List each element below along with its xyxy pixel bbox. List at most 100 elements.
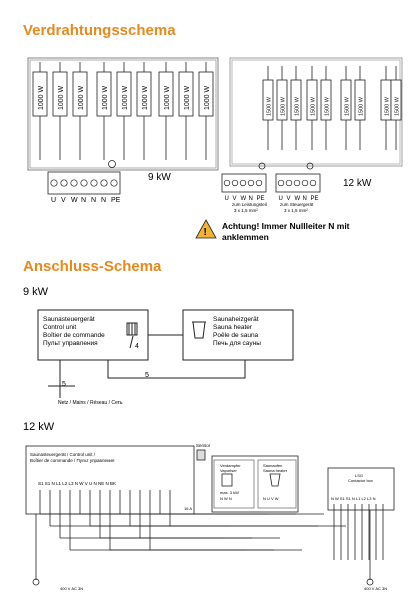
note-power-part: zum Leistungsteil <box>232 202 267 207</box>
terminal-screw <box>247 179 255 187</box>
terminal-label-9kw: N <box>91 197 96 204</box>
note-control-unit-spec: 3 x 1,5 mm² <box>284 208 308 213</box>
warning-text-2: anklemmen <box>222 232 269 242</box>
terminal-label-9kw: W <box>71 197 78 204</box>
heater-label-12kw: 1500 W <box>281 96 287 116</box>
terminal-screw <box>231 179 239 187</box>
heater-label-9kw: 1000 W <box>164 85 171 110</box>
mark-4: 4 <box>135 343 139 350</box>
evap-terminals: N W N <box>220 496 232 501</box>
heater-label-9kw: 1000 W <box>122 85 129 110</box>
terminal-screw <box>255 179 263 187</box>
heater-label-9kw: 1000 W <box>142 85 149 110</box>
terminal-screw <box>301 179 309 187</box>
terminal-screw <box>285 179 293 187</box>
heater-line-4: Печь для сауны <box>213 340 261 347</box>
terminal-screw <box>223 179 231 187</box>
warning-text-1: Achtung! Immer Nullleiter N mit <box>222 221 350 231</box>
scheme-12kw-title: 12 kW <box>23 421 55 433</box>
heater-label-12kw: 1500 W <box>311 96 317 116</box>
wiring-9kw: 1000 W 1000 W 1000 W 1000 W 1000 W 1000 W 1000… <box>27 57 219 195</box>
terminal-screw <box>309 179 317 187</box>
heater-line-2: Sauna heater <box>213 324 253 331</box>
lsg-box <box>327 467 395 511</box>
terminal-label-12kw-left: N <box>249 196 253 202</box>
terminal-label-9kw: PE <box>111 197 121 204</box>
terminal-screw <box>50 179 58 187</box>
terminal-screw <box>239 179 247 187</box>
lsg-title: LSG <box>355 473 363 478</box>
heater-label-12kw: 1500 W <box>267 96 273 116</box>
lsg-terminals: N W S1 S1 N L1 L2 L3 N <box>331 496 376 501</box>
note-control-unit: zum Steuergerät <box>280 202 314 207</box>
terminal-screw <box>293 179 301 187</box>
controller-12kw-line1: Saunasteuergerät / Control unit / <box>30 452 96 457</box>
terminal-label-9kw: N <box>81 197 86 204</box>
section-title-connection: Anschluss-Schema <box>23 258 162 275</box>
mark-5b: 5 <box>145 372 149 379</box>
heater-line-3: Poêle de sauna <box>213 332 259 339</box>
terminal-label-9kw: U <box>51 197 56 204</box>
terminal-label-12kw-left: PE <box>257 196 265 202</box>
svg-text:!: ! <box>204 227 207 238</box>
terminal-screw <box>277 179 285 187</box>
mark-5a: 5 <box>62 381 66 388</box>
heater-label-9kw: 1000 W <box>184 85 191 110</box>
evap-title: Verdampfer <box>220 463 241 468</box>
heater-label-9kw: 1000 W <box>204 85 211 110</box>
controller-12kw-line2: Boîtier de commande / Пульт управления <box>30 458 115 463</box>
heater-label-12kw: 1500 W <box>325 96 331 116</box>
evap-heater-box <box>211 455 299 513</box>
controller-line-4: Пульт управления <box>43 340 98 347</box>
terminal-label-12kw-right: W <box>295 196 301 202</box>
controller-line-3: Boîtier de commande <box>43 332 105 339</box>
controller-12kw-terminals: S1 S1 N L1 L2 L3 N W V U N NE N BK <box>38 481 116 486</box>
wiring-12kw: 1500 W 1500 W 1500 W 1500 W 1500 W 1500 W 1500… <box>221 57 403 193</box>
supply-right: 400 V AC 3N <box>364 586 387 591</box>
supply-left: 400 V AC 3N <box>60 586 83 591</box>
controller-line-1: Saunasteuergerät <box>43 316 95 323</box>
terminal-screw <box>60 179 68 187</box>
terminal-screw <box>90 179 98 187</box>
heater-line-1: Saunaheizgerät <box>213 316 259 323</box>
scheme-9kw-title: 9 kW <box>23 286 49 298</box>
warning-icon: ! <box>195 219 217 239</box>
lsg-sub: Contactor box <box>348 478 373 483</box>
terminal-label-12kw-right: U <box>279 196 283 202</box>
terminal-screw <box>100 179 108 187</box>
terminal-screw <box>110 179 118 187</box>
fuse-label: 16 A <box>184 506 192 511</box>
heater-label-9kw: 1000 W <box>102 85 109 110</box>
terminal-label-12kw-right: V <box>287 196 291 202</box>
terminal-label-12kw-left: V <box>233 196 237 202</box>
heater-12kw-sub: Sauna heater <box>263 468 288 473</box>
terminal-label-12kw-right: PE <box>311 196 319 202</box>
terminal-label-9kw: N <box>101 197 106 204</box>
heater-label-12kw: 1500 W <box>385 96 391 116</box>
heater-label-12kw: 1500 W <box>359 96 365 116</box>
power-label-12kw: 12 kW <box>343 178 372 189</box>
terminal-screw <box>70 179 78 187</box>
heater-label-9kw: 1000 W <box>58 85 65 110</box>
controller-line-2: Control unit <box>43 324 76 331</box>
terminal-label-12kw-left: W <box>241 196 247 202</box>
heater-label-12kw: 1500 W <box>395 96 401 116</box>
terminal-label-12kw-left: U <box>225 196 229 202</box>
heater-12kw-title: Saunaofen <box>263 463 282 468</box>
terminal-label-12kw-right: N <box>303 196 307 202</box>
terminal-label-9kw: V <box>61 197 66 204</box>
section-title-wiring: Verdrahtungsschema <box>23 22 176 39</box>
heater-12kw-terminals: N U V W <box>263 496 279 501</box>
evap-max: max. 3 kW <box>220 490 239 495</box>
heater-label-9kw: 1000 W <box>78 85 85 110</box>
mains-label: Netz / Mains / Réseau / Сеть <box>58 400 123 406</box>
terminal-screw <box>80 179 88 187</box>
heater-label-12kw: 1500 W <box>345 96 351 116</box>
heater-label-12kw: 1500 W <box>295 96 301 116</box>
power-label-9kw: 9 kW <box>148 172 171 183</box>
heater-label-9kw: 1000 W <box>38 85 45 110</box>
sensor-label: Sensor <box>196 443 211 448</box>
evap-sub: Vaporiser <box>220 468 237 473</box>
note-power-part-spec: 3 x 1,5 mm² <box>234 208 258 213</box>
